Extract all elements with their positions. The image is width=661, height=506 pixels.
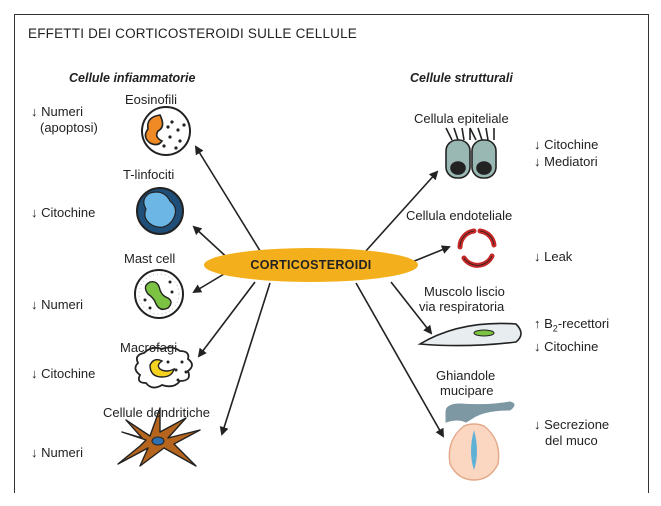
effect-ghiandole-line2: del muco [545, 433, 598, 448]
dendritic-cell-icon [117, 407, 201, 467]
heading-cellule-infiammatorie: Cellule infiammatorie [69, 71, 196, 85]
label-eosinofili: Eosinofili [125, 92, 178, 107]
arrow-cellula-epiteliale [364, 170, 439, 253]
label-t-linfociti: T-linfociti [123, 167, 175, 182]
label-muscolo-liscio-line2: via respiratoria [419, 299, 505, 314]
label-cellula-endoteliale: Cellula endoteliale [406, 208, 513, 223]
effect-eosinofili-line2: (apoptosi) [40, 120, 98, 135]
arrow-macrofagi [197, 281, 256, 358]
effect-muscolo-line1: ↑ B2-recettori [534, 316, 610, 334]
arrow-muscolo-liscio [390, 281, 433, 335]
label-ghiandole-line2: mucipare [440, 383, 494, 398]
label-muscolo-liscio-line1: Muscolo liscio [424, 284, 505, 299]
arrow-eosinofili [194, 145, 263, 255]
effect-cellule-dendritiche: ↓ Numeri [31, 445, 84, 460]
heading-cellule-strutturali: Cellule strutturali [410, 71, 513, 85]
effect-t-linfociti: ↓ Citochine [31, 205, 96, 220]
effect-mast-cell: ↓ Numeri [31, 297, 84, 312]
effect-endoteliale: ↓ Leak [534, 249, 573, 264]
label-mast-cell: Mast cell [124, 251, 176, 266]
hub-label: CORTICOSTEROIDI [250, 258, 372, 272]
label-ghiandole-line1: Ghiandole [436, 368, 496, 383]
label-cellula-epiteliale: Cellula epiteliale [414, 111, 509, 126]
arrow-ghiandole-mucipare [355, 282, 444, 438]
corticosteroidi-hub: CORTICOSTEROIDI [204, 248, 418, 282]
effect-eosinofili-line1: ↓ Numeri [31, 104, 84, 119]
effect-epiteliale-line2: ↓ Mediatori [534, 154, 598, 169]
diagram-frame [14, 14, 649, 493]
macrophage-icon [134, 346, 193, 389]
t-lymphocyte-icon [136, 187, 184, 235]
mast-cell-icon [134, 269, 184, 319]
mucus-gland-icon [445, 401, 515, 481]
epithelial-cell-icon [445, 127, 497, 179]
label-macrofagi: Macrofagi [120, 340, 178, 355]
effect-muscolo-line2: ↓ Citochine [534, 339, 599, 354]
eosinophil-icon [141, 106, 191, 156]
arrows [192, 145, 451, 438]
arrow-mast-cell [192, 273, 225, 294]
arrow-cellule-dendritiche [219, 282, 271, 436]
smooth-muscle-icon [417, 322, 522, 347]
effect-epiteliale-line1: ↓ Citochine [534, 137, 599, 152]
endothelial-cell-outline [459, 230, 495, 266]
effect-ghiandole-line1: ↓ Secrezione [534, 417, 610, 432]
effect-macrofagi: ↓ Citochine [31, 366, 96, 381]
arrow-cellula-endoteliale [411, 245, 451, 263]
label-cellule-dendritiche: Cellule dendritiche [103, 405, 210, 420]
diagram-title: EFFETTI DEI CORTICOSTEROIDI SULLE CELLUL… [28, 26, 358, 41]
